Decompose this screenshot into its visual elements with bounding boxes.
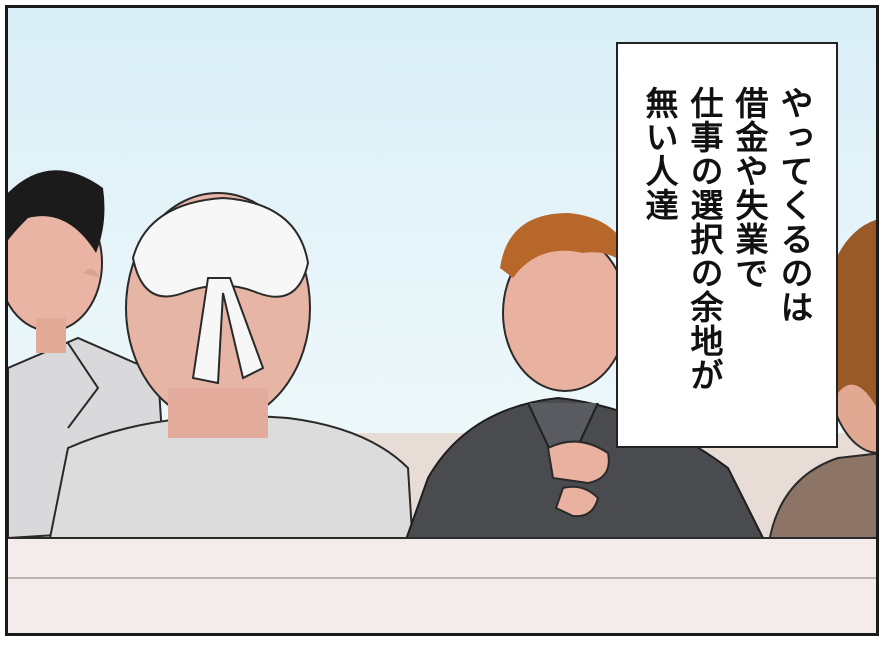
narration-caption-box: やってくるのは 借金や失業で 仕事の選択の余地が 無い人達 [616,42,838,448]
caption-line-4: 無い人達 [640,86,679,222]
caption-line-1: やってくるのは [775,86,814,324]
figure-man-towel [46,192,415,549]
caption-line-2: 借金や失業で [730,86,769,290]
scene-illustration [8,170,876,633]
comic-panel: やってくるのは 借金や失業で 仕事の選択の余地が 無い人達 [5,5,879,636]
table-surface [8,538,876,633]
caption-line-3: 仕事の選択の余地が [685,86,724,392]
